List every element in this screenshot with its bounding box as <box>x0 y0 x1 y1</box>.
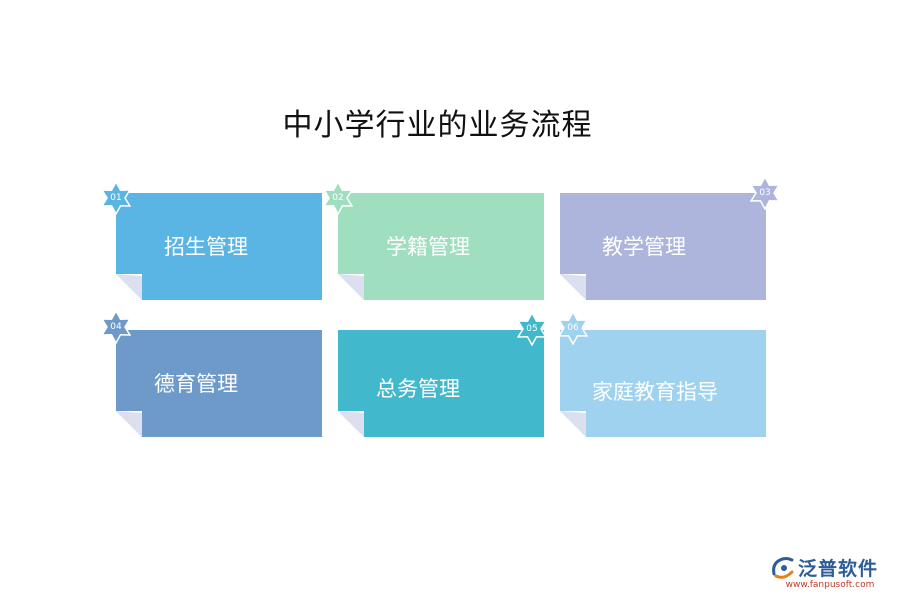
step-number: 01 <box>110 193 122 203</box>
star-badge-icon <box>100 181 132 215</box>
step-number: 03 <box>759 188 771 198</box>
card-folded-corner <box>338 411 364 437</box>
card-general-affairs-management[interactable]: 总务管理 <box>338 330 544 437</box>
card-folded-corner <box>116 274 142 300</box>
brand-name: 泛普软件 <box>798 558 879 580</box>
step-number: 06 <box>567 323 579 333</box>
card-label: 教学管理 <box>602 235 686 259</box>
step-number: 02 <box>332 193 344 203</box>
step-number: 05 <box>526 324 538 334</box>
step-badge-04: 04 <box>99 310 133 344</box>
card-background <box>560 330 766 437</box>
card-background <box>560 193 766 300</box>
card-label: 招生管理 <box>164 235 248 259</box>
star-badge-icon <box>100 310 132 344</box>
card-label: 家庭教育指导 <box>592 380 718 404</box>
card-background <box>338 330 544 437</box>
card-label: 总务管理 <box>376 377 460 401</box>
star-badge-icon <box>557 311 589 345</box>
card-student-status-management[interactable]: 学籍管理 <box>338 193 544 300</box>
fanpu-logo-icon <box>772 557 794 579</box>
page-title: 中小学行业的业务流程 <box>282 108 593 143</box>
step-badge-02: 02 <box>321 181 355 215</box>
step-badge-01: 01 <box>99 181 133 215</box>
card-background <box>338 193 544 300</box>
step-badge-03: 03 <box>748 176 782 210</box>
star-badge-icon <box>516 312 548 346</box>
star-badge-icon <box>749 176 781 210</box>
card-folded-corner <box>116 411 142 437</box>
card-label: 德育管理 <box>154 372 238 396</box>
card-moral-education-management[interactable]: 德育管理 <box>116 330 322 437</box>
card-teaching-management[interactable]: 教学管理 <box>560 193 766 300</box>
star-badge-icon <box>322 181 354 215</box>
card-family-education-guidance[interactable]: 家庭教育指导 <box>560 330 766 437</box>
step-number: 04 <box>110 322 122 332</box>
card-folded-corner <box>338 274 364 300</box>
card-background <box>116 330 322 437</box>
card-folded-corner <box>560 274 586 300</box>
step-badge-05: 05 <box>515 312 549 346</box>
card-background <box>116 193 322 300</box>
card-label: 学籍管理 <box>386 235 470 259</box>
step-badge-06: 06 <box>556 311 590 345</box>
card-enrollment-management[interactable]: 招生管理 <box>116 193 322 300</box>
brand-url[interactable]: www.fanpusoft.com <box>785 580 875 590</box>
brand-logo[interactable]: 泛普软件 www.fanpusoft.com <box>770 552 895 592</box>
card-folded-corner <box>560 411 586 437</box>
